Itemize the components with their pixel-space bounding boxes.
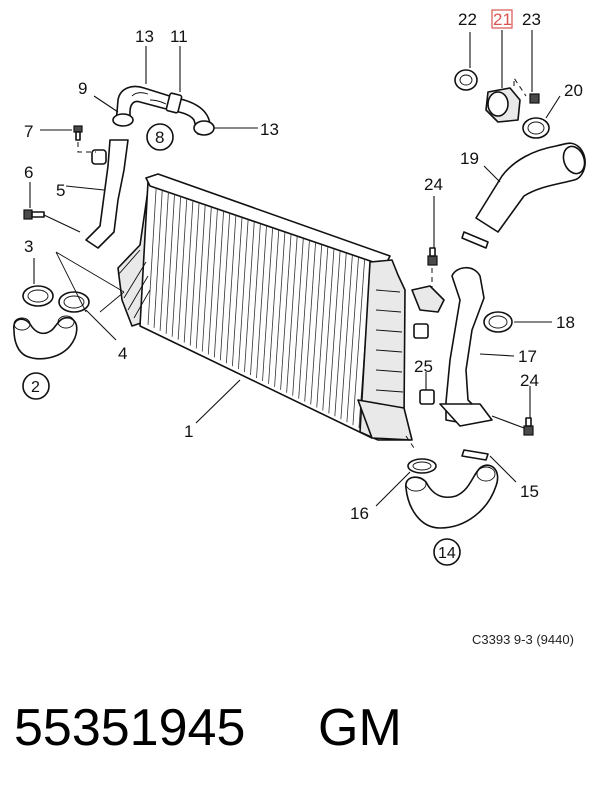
bracket-part-5 [85,139,129,249]
cooler-fin [274,232,286,387]
label-11: 11 [170,27,188,46]
label-23: 23 [522,10,541,29]
sensor-housing-part-21 [485,87,521,123]
clamp-part-18 [483,311,513,333]
cooler-fin [238,219,249,370]
cooler-fin [201,207,212,352]
label-4: 4 [118,344,127,363]
cooler-fin [334,253,347,417]
cooler-fin [195,204,206,349]
cooler-fin [213,211,224,358]
label-16: 16 [350,504,369,523]
label-19: 19 [460,149,479,168]
seal-part-15 [461,449,489,461]
label-8: 8 [155,128,164,147]
label-3: 3 [24,237,33,256]
highlighted-callout-21: 21 [491,9,513,29]
clamp-part-3 [22,285,54,307]
charge-pipe-part-17 [411,266,493,427]
bolt-part-24-upper [427,247,438,266]
clamp-part-16 [407,458,437,474]
bolt-part-6 [23,209,45,220]
cooler-fin [262,228,274,381]
cooler-fin [352,259,366,426]
label-2: 2 [31,379,40,396]
cooler-fin [207,209,218,355]
cooler-fin [304,242,316,402]
cooler-fin [153,190,163,328]
cooler-fin [268,230,280,384]
label-6: 6 [24,163,33,182]
cooler-fin [298,240,310,399]
upper-charge-hose [112,85,215,136]
diagram-reference-code: C3393 9-3 (9440) [472,632,574,647]
seal-part-22 [454,69,478,91]
cooler-fin [177,198,188,340]
clamp-part-20 [522,117,550,139]
cooler-fin [346,257,359,423]
cooler-fin [171,196,182,337]
cooler-fin [280,234,292,390]
label-13-top: 13 [135,27,154,46]
label-21: 21 [493,10,512,29]
label-20: 20 [564,81,583,100]
cooler-fin [165,194,175,334]
hose-part-19 [475,142,586,233]
label-5: 5 [56,181,65,200]
cooler-fin [147,188,157,325]
part-number: 55351945 [14,699,245,757]
bolt-part-23 [529,93,540,104]
label-25: 25 [414,357,433,376]
intercooler-core [117,173,413,441]
cooler-fin [219,213,231,361]
cooler-fin [256,225,267,379]
clip-part-25 [413,323,429,339]
cooler-fin [322,249,335,411]
cooler-fin [292,238,304,396]
label-18: 18 [556,313,575,332]
label-17: 17 [518,347,537,366]
label-1: 1 [184,422,193,441]
elbow-hose-part-14 [405,464,499,529]
cooler-fin [286,236,298,393]
label-24-upper: 24 [424,175,443,194]
cooler-fin [183,200,194,343]
label-7: 7 [24,122,33,141]
brand-name: GM [318,699,402,757]
label-13-right: 13 [260,120,279,139]
bolt-part-7 [73,125,83,141]
cooler-fin [244,221,255,373]
clamp-part-4 [58,291,90,313]
cooler-fin [231,217,243,367]
elbow-hose-part-2 [13,316,78,360]
cooler-fin [225,215,237,364]
cooler-fin [316,247,329,408]
label-15: 15 [520,482,539,501]
label-9: 9 [78,79,87,98]
cooler-fin [328,251,341,414]
cooler-fin [189,202,200,346]
cooler-fin [159,192,169,331]
bolt-part-24-lower [523,417,534,436]
label-22: 22 [458,10,477,29]
cooler-fin [250,223,261,376]
cooler-fin [310,244,323,405]
cooler-fin [340,255,353,420]
label-14: 14 [438,545,456,562]
label-24-lower: 24 [520,371,539,390]
